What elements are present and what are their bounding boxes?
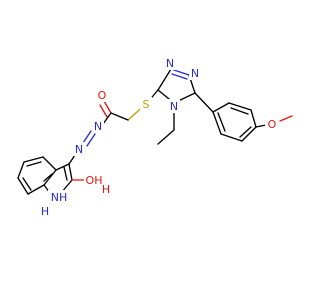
bond-n2-n1-double [171, 73, 188, 80]
bond-ar2-ar3-double [230, 107, 249, 115]
bond-n-n-double [86, 133, 96, 147]
bond-o-ch3 [279, 115, 293, 122]
bond-ch2-co [110, 112, 129, 121]
bond-layer [17, 68, 293, 195]
bond-c3-c2 [68, 163, 73, 181]
bond-c3-n2 [157, 68, 172, 91]
bond-c3a-c7a-double [43, 173, 53, 182]
bond-co-o [103, 100, 112, 114]
bond-ar1-ar2 [212, 102, 230, 113]
bond-ar3-ar4 [250, 109, 257, 128]
bond-c3-c3a [55, 163, 70, 171]
bond-c6-c7 [17, 177, 29, 195]
bond-ar4-ar5 [241, 126, 257, 142]
bond-c4-c5-double [26, 161, 42, 167]
bond-ar5-ar6 [220, 133, 243, 142]
hydroxy-hydrogen-label: H [102, 183, 110, 196]
bond-ch2-ch3 [157, 129, 175, 145]
bond-ar6-ar1 [212, 111, 222, 135]
bond-c7-c7a [27, 184, 45, 195]
bond-ar6-ar1-double [217, 112, 226, 132]
hydrazone-n2-label: N [75, 143, 83, 156]
bond-co-o-double [99, 104, 108, 118]
bond-ar4-o [255, 124, 267, 128]
bond-c3a-c4 [42, 156, 57, 171]
bond-c6-c7-double [22, 177, 32, 191]
methoxy-oxygen-label: O [268, 118, 277, 131]
bond-ar4-ar5-double [239, 126, 252, 138]
molecule-structure-diagram: O S N N N N N O NH H OH H [17, 56, 293, 218]
indole-nh-label: NH [51, 191, 68, 204]
carbonyl-oxygen-label: O [98, 89, 107, 102]
bond-c3-c2-double [63, 166, 68, 181]
bond-c5-c6 [17, 161, 25, 179]
bond-ar2-ar3 [228, 102, 252, 111]
hydrazone-n1-label: N [94, 120, 102, 133]
bond-c5-aryl [194, 92, 214, 113]
triazole-n1-label: N [191, 67, 199, 80]
hydroxy-label: OH [86, 174, 103, 187]
triazole-n4-label: N [170, 100, 178, 113]
triazole-n2-label: N [166, 57, 174, 70]
bond-c3a-c7a [43, 169, 57, 186]
atom-label-layer: O S N N N N N O NH H OH H [40, 56, 279, 218]
bond-n-c3indole [68, 154, 76, 165]
bond-c4-c5 [23, 156, 44, 163]
bond-n-n [82, 130, 92, 144]
sulfur-label: S [143, 98, 150, 111]
indole-nh-hydrogen-label: H [41, 205, 49, 218]
bond-co-n [102, 112, 112, 125]
